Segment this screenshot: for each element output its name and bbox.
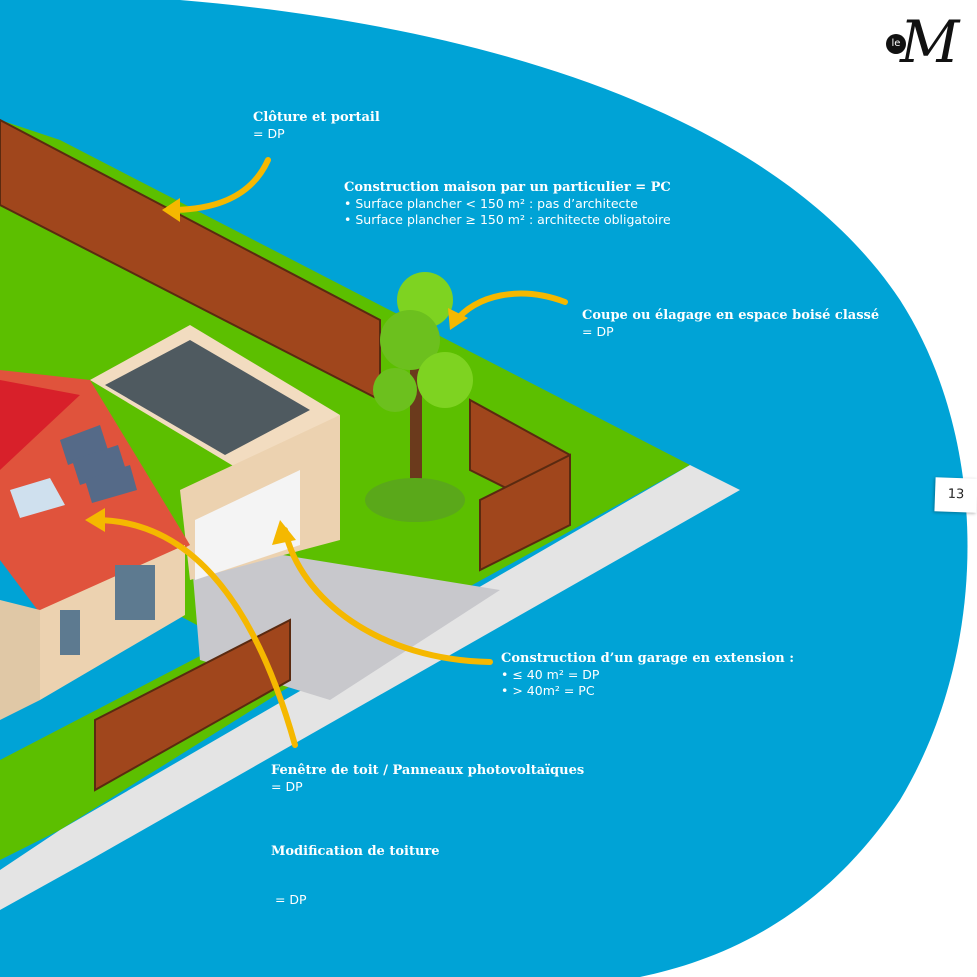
logo-m: M xyxy=(900,8,960,76)
label-garage: Construction d’un garage en extension : … xyxy=(501,651,794,699)
callout-arrows xyxy=(92,157,568,748)
logo-le: le xyxy=(886,34,906,54)
label-title: Construction d’un garage en extension : xyxy=(501,651,795,666)
page-number: 13 xyxy=(934,477,977,513)
label-cloture: Clôture et portail = DP xyxy=(253,110,380,142)
sidewalk xyxy=(0,465,740,910)
label-line: = DP xyxy=(271,892,307,907)
magazine-logo: le M xyxy=(880,8,970,76)
label-line: • ≤ 40 m² = DP xyxy=(501,667,600,682)
label-title: Construction maison par un particulier =… xyxy=(344,180,671,195)
house xyxy=(0,370,190,720)
label-title: Modification de toiture xyxy=(271,844,440,859)
label-line: • Surface plancher < 150 m² : pas d’arch… xyxy=(344,196,638,211)
label-title: Coupe ou élagage en espace boisé classé xyxy=(582,308,880,323)
label-coupe-elagage: Coupe ou élagage en espace boisé classé … xyxy=(582,308,879,340)
label-title: Fenêtre de toit / Panneaux photovoltaïqu… xyxy=(271,763,585,778)
label-toiture: Modification de toiture = DP xyxy=(271,812,440,924)
label-fenetre-toit: Fenêtre de toit / Panneaux photovoltaïqu… xyxy=(271,763,584,795)
label-title: Clôture et portail xyxy=(253,110,380,125)
label-construction-maison: Construction maison par un particulier =… xyxy=(344,180,671,228)
fence-back xyxy=(0,118,571,792)
tree xyxy=(365,272,473,522)
garage xyxy=(90,325,340,580)
label-line: = DP xyxy=(582,324,614,339)
label-line: • Surface plancher ≥ 150 m² : architecte… xyxy=(344,212,671,227)
arrow-heads xyxy=(85,198,468,545)
label-line: = DP xyxy=(271,779,303,794)
label-line: • > 40m² = PC xyxy=(501,683,595,698)
label-line: = DP xyxy=(253,126,285,141)
